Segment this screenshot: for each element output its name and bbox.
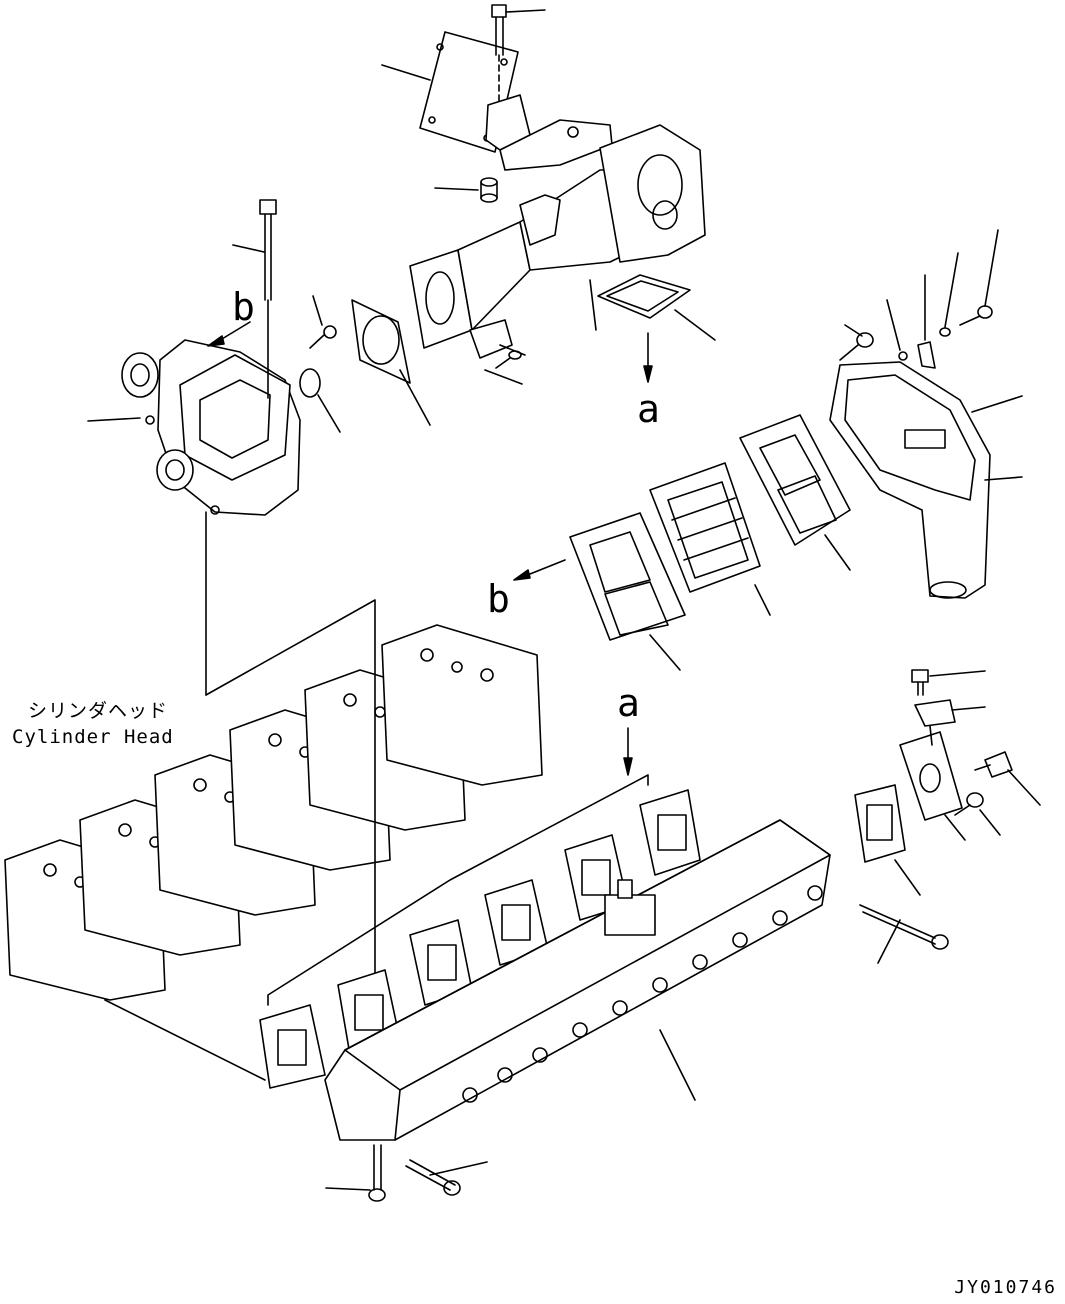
gasket-rect-a [597, 274, 716, 341]
clamp-bolt [484, 350, 523, 385]
sensor-parts [911, 669, 1041, 836]
outlet-elbow [829, 361, 1023, 599]
small-hardware-right [839, 229, 999, 369]
gasket-square [351, 299, 431, 426]
gasket-mid-left [569, 512, 686, 671]
spacer-collar [434, 177, 498, 203]
long-bolt [232, 199, 277, 399]
caption-japanese: シリンダヘッド [28, 700, 169, 722]
callout-a-lower: a [617, 681, 640, 725]
arrow-b-lower [513, 559, 566, 581]
head-leader-lines [104, 599, 376, 1081]
exhaust-elbow [409, 124, 706, 359]
arrow-a-upper [643, 332, 653, 383]
catalyst-module [649, 462, 771, 616]
gasket-mid-right [739, 414, 851, 571]
manifold-bolts [325, 904, 949, 1202]
exhaust-manifold [324, 819, 831, 1141]
manifold-gaskets [259, 774, 701, 1089]
caption-english: Cylinder Head [12, 726, 174, 748]
cover-gasket [854, 784, 921, 896]
drawing-code: JY010746 [954, 1277, 1057, 1298]
callout-b-upper: b [232, 285, 255, 329]
cover-plate [899, 731, 966, 841]
turbo-flange-bolt [299, 295, 341, 433]
cylinder-head-6 [381, 624, 543, 786]
callout-b-lower: b [487, 577, 510, 621]
arrow-a-lower [623, 727, 633, 776]
arrow-b-upper [207, 321, 251, 347]
callout-a-upper: a [637, 387, 660, 431]
turbocharger [87, 339, 301, 696]
bracket [485, 94, 613, 171]
bolt-top [491, 4, 546, 106]
